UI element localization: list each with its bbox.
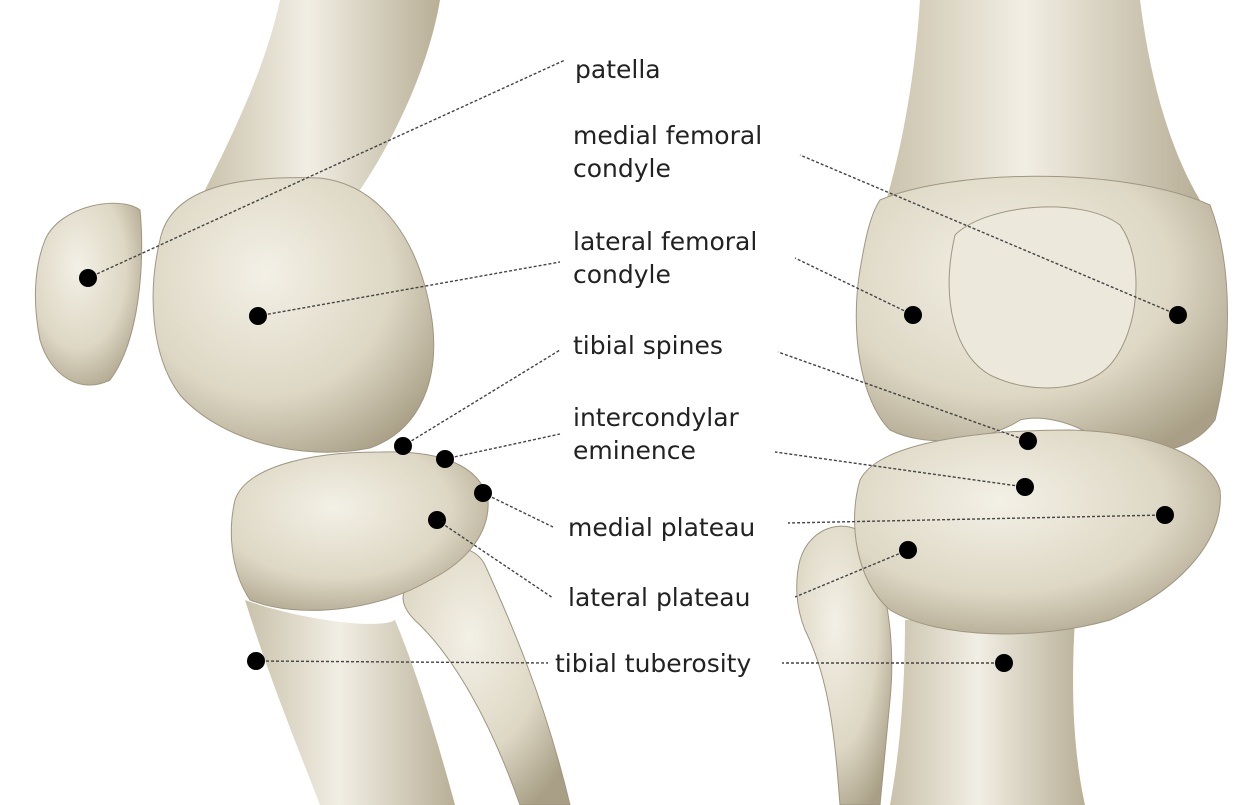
leader-medial-plateau-left bbox=[483, 493, 553, 527]
label-lateral-femoral-condyle-line1: lateral femoral bbox=[573, 226, 757, 258]
leader-intercondylar-eminence-left bbox=[445, 434, 560, 459]
marker-lateral-plateau-left bbox=[428, 511, 446, 529]
label-medial-femoral-condyle-line2: condyle bbox=[573, 153, 671, 185]
femoral-condyle-lateral bbox=[153, 178, 434, 453]
tibia-shaft-lateral bbox=[245, 600, 455, 805]
marker-lateral-plateau-right bbox=[899, 541, 917, 559]
marker-tibial-tuberosity-right bbox=[995, 654, 1013, 672]
marker-medial-plateau-right bbox=[1156, 506, 1174, 524]
label-lateral-femoral-condyle-line2: condyle bbox=[573, 259, 671, 291]
marker-lateral-femoral-condyle-left bbox=[249, 307, 267, 325]
label-medial-plateau: medial plateau bbox=[568, 512, 755, 544]
marker-medial-plateau-left bbox=[474, 484, 492, 502]
tibial-plateau-anterior bbox=[855, 430, 1221, 634]
label-intercondylar-eminence-line1: intercondylar bbox=[573, 402, 739, 434]
label-intercondylar-eminence-line2: eminence bbox=[573, 435, 696, 467]
patella-bone bbox=[35, 203, 141, 385]
anterior-view bbox=[797, 0, 1228, 805]
marker-intercondylar-eminence-left bbox=[436, 450, 454, 468]
patella-anterior bbox=[949, 207, 1136, 388]
marker-lateral-femoral-condyle-right bbox=[904, 306, 922, 324]
tibia-shaft-anterior bbox=[890, 620, 1085, 805]
femur-shaft-lateral bbox=[200, 0, 440, 200]
marker-intercondylar-eminence-right bbox=[1016, 478, 1034, 496]
label-tibial-tuberosity: tibial tuberosity bbox=[555, 648, 751, 680]
label-patella: patella bbox=[575, 54, 661, 86]
lateral-view bbox=[35, 0, 570, 805]
label-lateral-plateau: lateral plateau bbox=[568, 582, 750, 614]
label-tibial-spines: tibial spines bbox=[573, 330, 723, 362]
marker-medial-femoral-condyle bbox=[1169, 306, 1187, 324]
marker-tibial-spines-left bbox=[394, 437, 412, 455]
label-medial-femoral-condyle-line1: medial femoral bbox=[573, 120, 762, 152]
marker-tibial-spines-right bbox=[1019, 432, 1037, 450]
marker-tibial-tuberosity-left bbox=[247, 652, 265, 670]
marker-patella bbox=[79, 269, 97, 287]
